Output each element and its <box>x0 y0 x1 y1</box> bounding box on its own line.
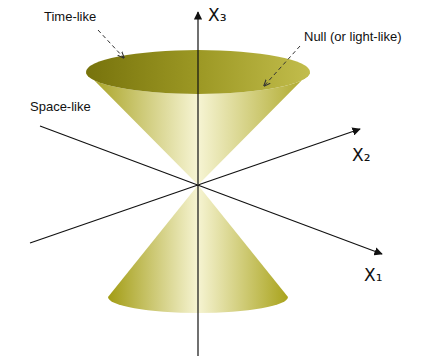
x3-axis <box>197 12 198 356</box>
future-cone <box>86 50 310 185</box>
axis-label: X₂ <box>352 146 370 165</box>
region-label: Null (or light-like) <box>304 30 402 44</box>
axis-label: X₃ <box>208 6 226 25</box>
axes <box>30 12 382 356</box>
axis-label: X₁ <box>364 266 382 285</box>
leader-lines <box>98 30 300 86</box>
region-label: Time-like <box>44 10 96 24</box>
region-label: Space-like <box>30 100 91 114</box>
